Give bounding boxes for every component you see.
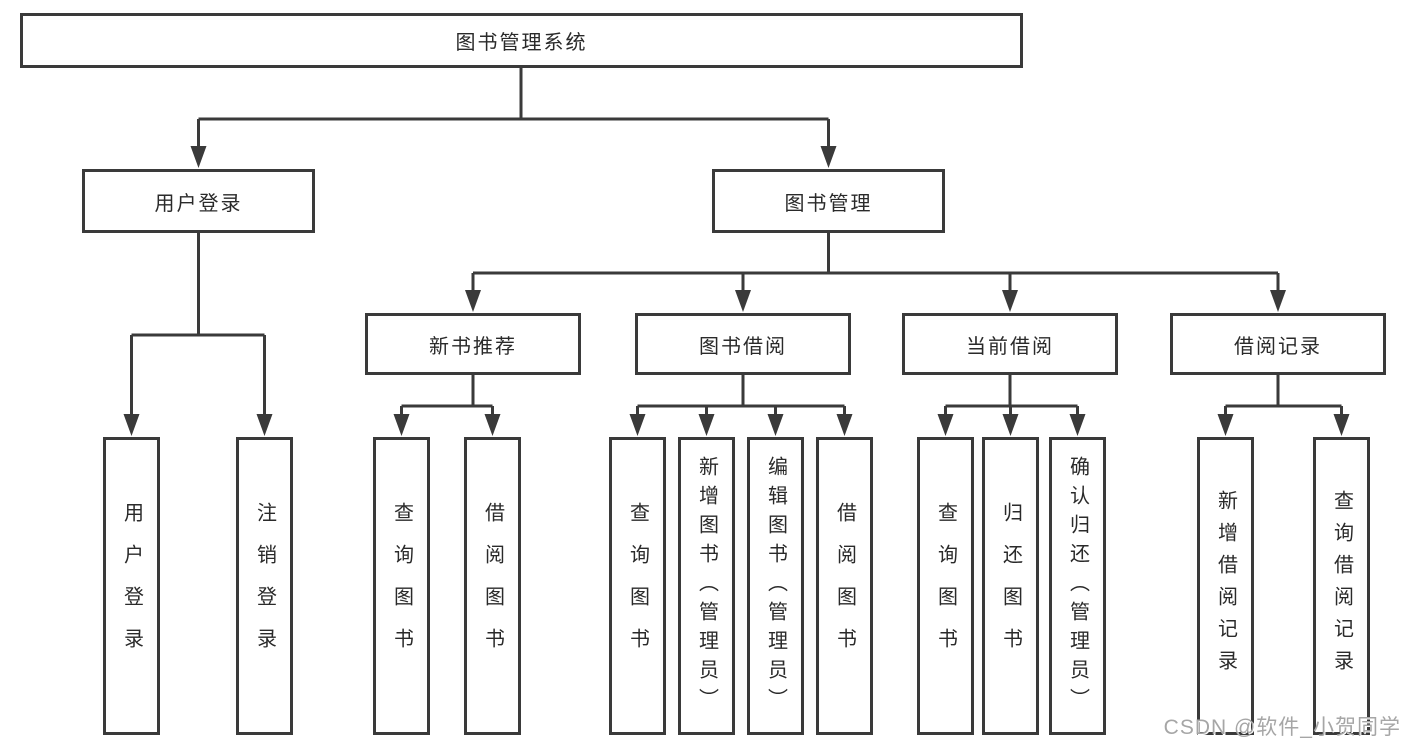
leaf-query-borrow-record: 查询借阅记录 xyxy=(1313,437,1370,735)
node-current-borrow-label: 当前借阅 xyxy=(966,335,1054,358)
leaf-add-borrow-record: 新增借阅记录 xyxy=(1197,437,1254,735)
csdn-watermark: CSDN @软件_小贺同学 xyxy=(1163,716,1401,739)
connector-login-to-leaves xyxy=(123,233,273,436)
leaf-recommend-borrow-books: 借阅图书 xyxy=(464,437,521,735)
connector-borrow-to-leaves xyxy=(629,375,853,436)
connector-current-to-leaves xyxy=(937,375,1086,436)
leaf-query-borrow-record-label: 查询借阅记录 xyxy=(1330,490,1353,682)
node-book-borrow: 图书借阅 xyxy=(635,313,851,375)
connector-root-to-level2 xyxy=(190,68,837,168)
leaf-borrow-query-books-label: 查询图书 xyxy=(626,502,649,670)
leaf-add-books-admin-label: 新增图书（管理员） xyxy=(695,455,718,717)
leaf-borrow-query-books: 查询图书 xyxy=(609,437,666,735)
leaf-borrow-books-label: 借阅图书 xyxy=(833,502,856,670)
leaf-add-books-admin: 新增图书（管理员） xyxy=(678,437,735,735)
leaf-borrow-books: 借阅图书 xyxy=(816,437,873,735)
leaf-recommend-query-books: 查询图书 xyxy=(373,437,430,735)
node-current-borrow: 当前借阅 xyxy=(902,313,1118,375)
leaf-logout-label: 注销登录 xyxy=(253,502,276,670)
leaf-current-query-books-label: 查询图书 xyxy=(934,502,957,670)
node-borrow-records: 借阅记录 xyxy=(1170,313,1386,375)
connector-recommend-to-leaves xyxy=(393,375,501,436)
node-borrow-records-label: 借阅记录 xyxy=(1234,335,1322,358)
leaf-edit-books-admin: 编辑图书（管理员） xyxy=(747,437,804,735)
node-user-login: 用户登录 xyxy=(82,169,315,233)
connector-management-to-modules xyxy=(465,233,1286,312)
leaf-edit-books-admin-label: 编辑图书（管理员） xyxy=(764,455,787,717)
leaf-return-books-label: 归还图书 xyxy=(999,502,1022,670)
node-new-book-recommend-label: 新书推荐 xyxy=(429,335,517,358)
leaf-user-login-label: 用户登录 xyxy=(120,502,143,670)
node-book-management: 图书管理 xyxy=(712,169,945,233)
leaf-confirm-return-admin-label: 确认归还（管理员） xyxy=(1066,455,1089,717)
node-root-system-label: 图书管理系统 xyxy=(455,32,588,54)
leaf-current-query-books: 查询图书 xyxy=(917,437,974,735)
leaf-recommend-query-books-label: 查询图书 xyxy=(390,502,413,670)
leaf-user-login: 用户登录 xyxy=(103,437,160,735)
leaf-recommend-borrow-books-label: 借阅图书 xyxy=(481,502,504,670)
leaf-logout: 注销登录 xyxy=(236,437,293,735)
node-book-management-label: 图书管理 xyxy=(784,192,873,215)
leaf-return-books: 归还图书 xyxy=(982,437,1039,735)
node-new-book-recommend: 新书推荐 xyxy=(365,313,581,375)
node-user-login-label: 用户登录 xyxy=(154,192,243,215)
leaf-confirm-return-admin: 确认归还（管理员） xyxy=(1049,437,1106,735)
connector-records-to-leaves xyxy=(1217,375,1350,436)
node-book-borrow-label: 图书借阅 xyxy=(699,335,787,358)
leaf-add-borrow-record-label: 新增借阅记录 xyxy=(1214,490,1237,682)
node-root-system: 图书管理系统 xyxy=(20,13,1023,68)
